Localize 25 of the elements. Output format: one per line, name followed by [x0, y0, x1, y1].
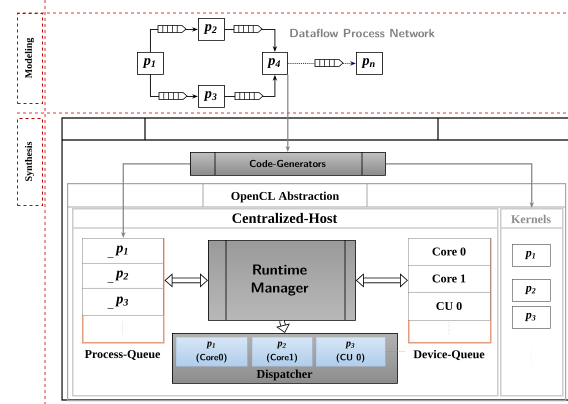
kernel-box: p$_{1}$ [512, 244, 551, 267]
process-box: p$_{3}$ [198, 85, 225, 108]
queue-cell: p$_{2}$ [82, 263, 164, 288]
queue-cell: p$_{1}$ [82, 238, 164, 264]
stage-label: Modeling [17, 13, 43, 104]
process-box: p$_{2}$ [198, 18, 225, 41]
queue-cell: p$_{3}$ [82, 288, 164, 316]
queue-cell: Core 1 [408, 265, 490, 292]
process-box: p$_{n}$ [356, 52, 383, 75]
code-generator-box: Code-Generators [190, 152, 386, 176]
arrow [164, 273, 208, 288]
dispatch-slot: p$_{1}$ (Core0) [176, 337, 248, 366]
kernel-box: p$_{2}$ [512, 279, 551, 302]
network-title: Dataflow Process Network [290, 28, 435, 38]
process-box: p$_{4}$ [262, 52, 288, 75]
node-label: Device-Queue [414, 350, 484, 360]
queue-cell: CU 0 [408, 292, 490, 320]
runtime-manager-box: Runtime Manager [208, 240, 356, 321]
dispatch-slot: p$_{3}$ (CU 0) [316, 337, 386, 366]
dispatch-slot: p$_{2}$ (Core1) [252, 337, 312, 366]
kernel-box: p$_{3}$ [512, 306, 551, 329]
stage-label: Synthesis [17, 118, 43, 206]
queue-cell: Core 0 [408, 238, 490, 266]
node-label: Process-Queue [84, 350, 160, 360]
process-box: p$_{1}$ [137, 52, 164, 75]
